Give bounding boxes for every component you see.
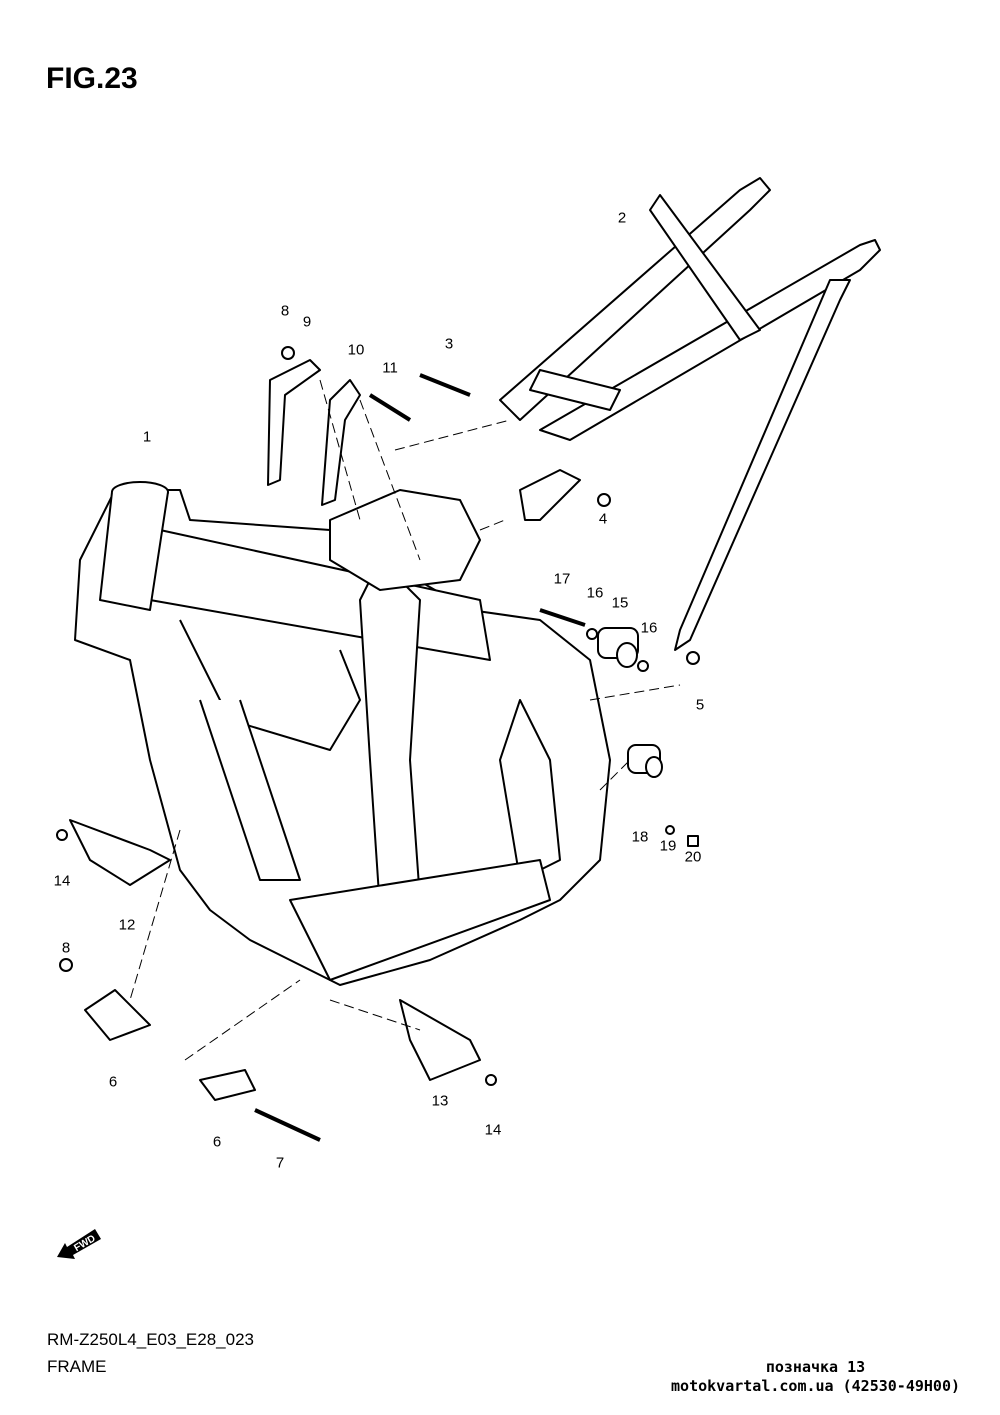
callout-12: 12 (118, 916, 136, 934)
callout-6: 6 (212, 1133, 222, 1151)
callout-10: 10 (347, 341, 365, 359)
callout-2: 2 (617, 209, 627, 227)
watermark-line-1: позначка 13 (765, 1358, 866, 1376)
callout-4: 4 (598, 510, 608, 528)
callout-18: 18 (631, 828, 649, 846)
callout-16: 16 (586, 584, 604, 602)
callout-14: 14 (484, 1121, 502, 1139)
diagram-code: RM-Z250L4_E03_E28_023 (47, 1330, 254, 1349)
callout-8: 8 (280, 302, 290, 320)
diagram-name: FRAME (47, 1357, 107, 1376)
main-frame (74, 481, 611, 986)
forward-arrow-icon: FWD (57, 1229, 101, 1259)
callout-7: 7 (275, 1154, 285, 1172)
callout-1: 1 (142, 428, 152, 446)
figure-title: FIG.23 (46, 62, 138, 95)
callout-5: 5 (695, 696, 705, 714)
callout-6: 6 (108, 1073, 118, 1091)
callout-14: 14 (53, 872, 71, 890)
callout-9: 9 (302, 313, 312, 331)
callout-16: 16 (640, 619, 658, 637)
callout-17: 17 (553, 570, 571, 588)
watermark-line-2: motokvartal.com.ua (42530-49H00) (671, 1377, 960, 1395)
callout-3: 3 (444, 335, 454, 353)
callout-13: 13 (431, 1092, 449, 1110)
watermark: позначка 13 motokvartal.com.ua (42530-49… (671, 1358, 960, 1396)
fwd-label: FWD (72, 1233, 97, 1254)
callout-11: 11 (382, 359, 398, 377)
callout-8: 8 (61, 939, 71, 957)
callout-15: 15 (611, 594, 629, 612)
small-parts (56, 346, 700, 1142)
callout-20: 20 (684, 848, 702, 866)
leader-lines (129, 379, 681, 1061)
callout-19: 19 (659, 837, 677, 855)
sub-frame (499, 177, 881, 651)
